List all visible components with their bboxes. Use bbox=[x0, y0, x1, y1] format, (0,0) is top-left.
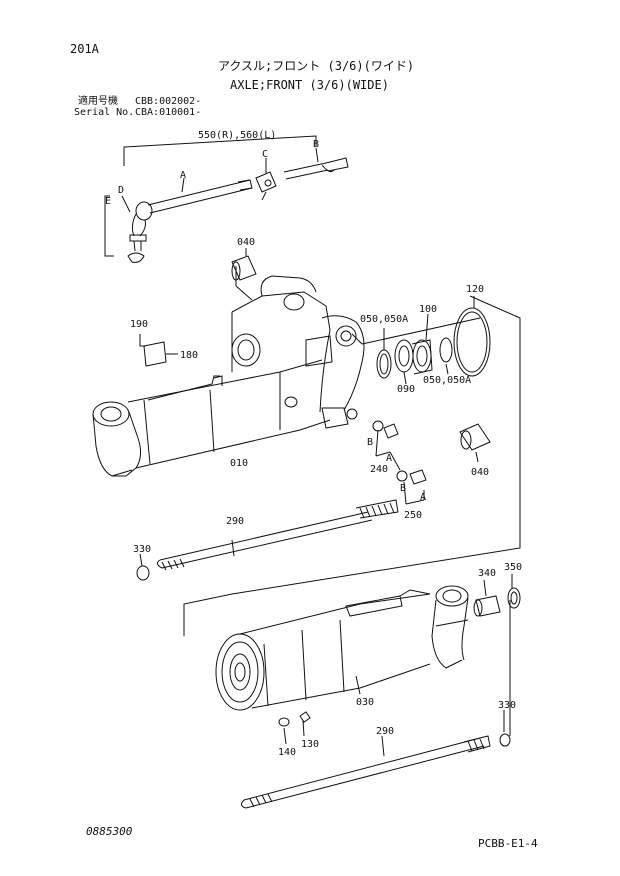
part-label-040-right: 040 bbox=[471, 467, 489, 478]
part-label-290-upper: 290 bbox=[226, 516, 244, 527]
callout-b-upper: B bbox=[313, 139, 319, 150]
callout-b-mid: B bbox=[367, 437, 373, 448]
part-label-050-upper: 050,050A bbox=[360, 314, 408, 325]
part-label-050-lower: 050,050A bbox=[423, 375, 471, 386]
part-label-240: 240 bbox=[370, 464, 388, 475]
serial-value: CBA:010001- bbox=[135, 107, 202, 118]
callout-a-upper: A bbox=[180, 170, 186, 181]
part-label-030: 030 bbox=[356, 697, 374, 708]
part-label-140: 140 bbox=[278, 747, 296, 758]
sheet-code: PCBB-E1-4 bbox=[478, 837, 538, 850]
bushing-340 bbox=[473, 579, 501, 617]
bushing-040-right bbox=[459, 423, 491, 463]
callout-d: D bbox=[118, 185, 124, 196]
bearing-stack bbox=[361, 296, 491, 385]
axle-shaft-290-upper bbox=[156, 499, 399, 571]
washer-140 bbox=[278, 717, 290, 745]
part-label-550: 550(R),560(L) bbox=[198, 130, 276, 141]
title-japanese: アクスル;フロント (3/6)(ワイド) bbox=[218, 59, 415, 73]
part-label-250: 250 bbox=[404, 510, 422, 521]
serial-label: Serial No. bbox=[74, 107, 135, 118]
plug-250 bbox=[396, 469, 427, 505]
part-label-190: 190 bbox=[130, 319, 148, 330]
part-label-350: 350 bbox=[504, 562, 522, 573]
part-label-090: 090 bbox=[397, 384, 415, 395]
part-label-330-upper: 330 bbox=[133, 544, 151, 555]
part-label-040-top: 040 bbox=[237, 237, 255, 248]
callout-c: C bbox=[262, 149, 268, 160]
document-number: 0885300 bbox=[86, 825, 133, 838]
part-label-290-lower: 290 bbox=[376, 726, 394, 737]
frame-lines bbox=[183, 295, 521, 736]
callout-a-lower: A bbox=[420, 492, 426, 503]
page-code: 201A bbox=[70, 42, 99, 56]
title-english: AXLE;FRONT (3/6)(WIDE) bbox=[230, 78, 389, 92]
snap-ring-330-upper bbox=[136, 553, 150, 581]
applicable-label: 適用号機 bbox=[78, 96, 118, 107]
part-label-100: 100 bbox=[419, 304, 437, 315]
callout-b-lower: B bbox=[400, 483, 406, 494]
axle-housing-010 bbox=[92, 266, 365, 477]
tie-rod-assembly bbox=[104, 135, 349, 263]
applicable-value: CBB:002002- bbox=[135, 96, 202, 107]
part-label-010: 010 bbox=[230, 458, 248, 469]
part-label-120: 120 bbox=[466, 284, 484, 295]
part-label-130: 130 bbox=[301, 739, 319, 750]
callout-e: E bbox=[105, 196, 111, 207]
seal-350 bbox=[507, 574, 521, 609]
part-label-180: 180 bbox=[180, 350, 198, 361]
part-label-340: 340 bbox=[478, 568, 496, 579]
axle-housing-030 bbox=[215, 585, 469, 711]
plate-180 bbox=[139, 334, 178, 367]
bolt-130 bbox=[299, 711, 311, 737]
callout-a-mid: A bbox=[386, 453, 392, 464]
axle-shaft-290-lower bbox=[240, 735, 491, 809]
snap-ring-330-lower bbox=[499, 710, 511, 747]
plug-240 bbox=[372, 420, 401, 471]
part-label-330-lower: 330 bbox=[498, 700, 516, 711]
